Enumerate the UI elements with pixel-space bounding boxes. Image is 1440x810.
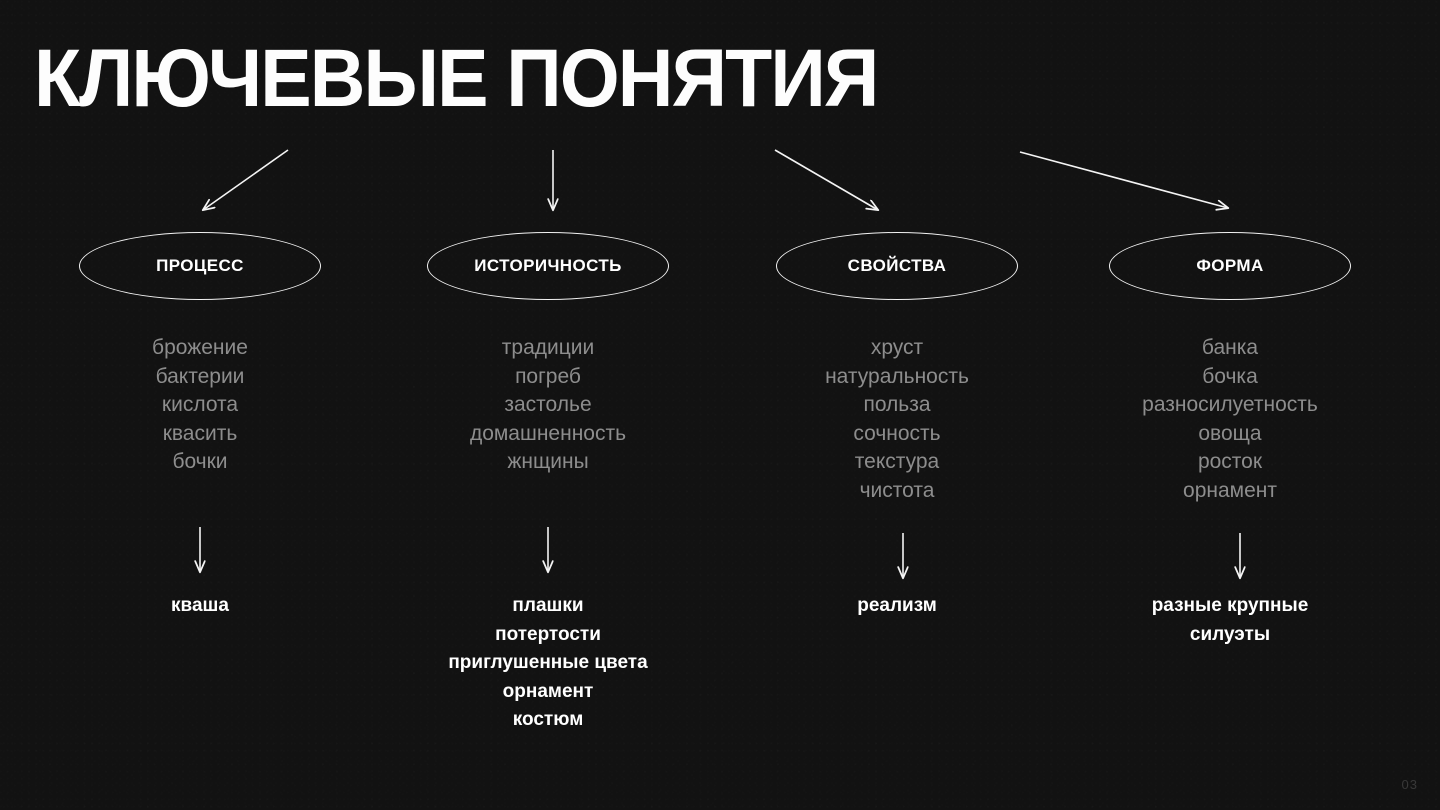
- concept-column-istorichnost: ИСТОРИЧНОСТЬ традиции погреб застолье до…: [388, 232, 708, 730]
- keyword-item: жнщины: [507, 450, 589, 473]
- keyword-item: банка: [1201, 336, 1259, 359]
- keyword-list-istorichnost: традиции погреб застолье домашненность ж…: [388, 334, 708, 477]
- conclusion-line: костюм: [512, 709, 584, 730]
- keyword-item: погреб: [515, 364, 581, 388]
- conclusion-line: разные крупные: [1151, 595, 1309, 616]
- keyword-item: брожение: [152, 336, 248, 359]
- keyword-list-svoystva: хруст натуральность польза сочность текс…: [737, 334, 1057, 505]
- keyword-item: застолье: [504, 393, 592, 416]
- node-label-svoystva: СВОЙСТВА: [847, 256, 947, 275]
- arrow-group-bottom: [200, 527, 1240, 578]
- keyword-item: разносилуетность: [1142, 393, 1318, 416]
- page-number: 03: [1401, 777, 1418, 792]
- keyword-item: текстура: [854, 450, 940, 473]
- keyword-item: орнамент: [1183, 478, 1277, 502]
- keyword-item: овоща: [1198, 421, 1262, 445]
- node-ellipse-svoystva[interactable]: СВОЙСТВА: [776, 232, 1018, 300]
- node-label-istorichnost: ИСТОРИЧНОСТЬ: [474, 256, 622, 275]
- node-ellipse-istorichnost[interactable]: ИСТОРИЧНОСТЬ: [427, 232, 669, 300]
- conclusion-line: орнамент: [502, 680, 594, 702]
- keyword-item: чистота: [859, 478, 935, 502]
- keyword-item: натуральность: [825, 364, 969, 388]
- keyword-item: бочка: [1202, 364, 1258, 388]
- arrow-title-to-forma: [1019, 151, 1228, 208]
- keyword-item: квасить: [162, 421, 238, 445]
- keyword-item: кислота: [161, 393, 239, 416]
- conclusion-line: потертости: [495, 623, 601, 645]
- conclusion-line: реализм: [857, 595, 937, 616]
- keyword-item: традиции: [501, 336, 595, 359]
- conclusion-line: плашки: [512, 595, 584, 616]
- keyword-item: польза: [863, 393, 931, 416]
- keyword-item: росток: [1197, 450, 1263, 473]
- arrow-title-to-svoystva: [774, 149, 878, 210]
- node-label-forma: ФОРМА: [1196, 256, 1264, 275]
- keyword-list-process: брожение бактерии кислота квасить бочки: [40, 334, 360, 477]
- keyword-item: домашненность: [469, 421, 627, 445]
- concept-column-forma: ФОРМА банка бочка разносилуетность овоща…: [1070, 232, 1390, 645]
- keyword-item: хруст: [870, 336, 924, 359]
- conclusion-istorichnost: плашки потертости приглушенные цвета орн…: [388, 592, 708, 735]
- keyword-list-forma: банка бочка разносилуетность овоща росто…: [1070, 334, 1390, 505]
- arrow-group-top: [203, 149, 1228, 210]
- conclusion-line: силуэты: [1189, 623, 1271, 645]
- concept-column-process: ПРОЦЕСС брожение бактерии кислота квасит…: [40, 232, 360, 616]
- conclusion-svoystva: реализм: [737, 592, 1057, 621]
- conclusion-line: приглушенные цвета: [448, 652, 648, 673]
- arrow-title-to-process: [203, 149, 289, 210]
- concept-column-svoystva: СВОЙСТВА хруст натуральность польза сочн…: [737, 232, 1057, 616]
- keyword-item: сочность: [853, 421, 941, 445]
- node-ellipse-forma[interactable]: ФОРМА: [1109, 232, 1351, 300]
- conclusion-line: кваша: [171, 595, 229, 616]
- page-title: КЛЮЧЕВЫЕ ПОНЯТИЯ: [34, 33, 879, 124]
- node-ellipse-process[interactable]: ПРОЦЕСС: [79, 232, 321, 300]
- conclusion-forma: разные крупные силуэты: [1070, 592, 1390, 649]
- keyword-item: бактерии: [155, 364, 245, 388]
- keyword-item: бочки: [172, 450, 228, 473]
- node-label-process: ПРОЦЕСС: [156, 256, 244, 275]
- conclusion-process: кваша: [40, 592, 360, 621]
